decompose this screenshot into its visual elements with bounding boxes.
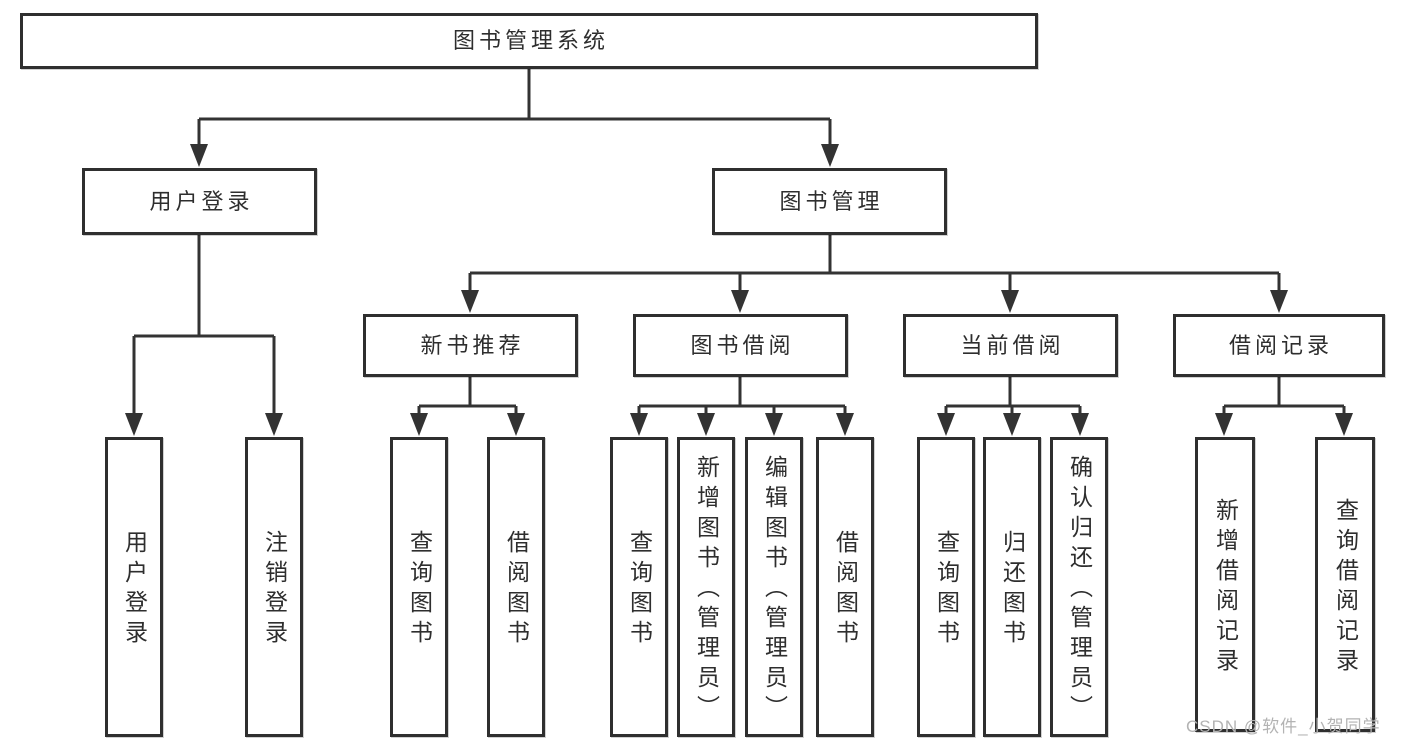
- leaf-confirm-return-admin: 确认归还（管理员）: [1050, 437, 1108, 737]
- leaf-borrow-books-borrowing: 借阅图书: [816, 437, 874, 737]
- leaf-logout: 注销登录: [245, 437, 303, 737]
- node-new-book-recommendation: 新书推荐: [363, 314, 578, 377]
- node-current-borrowing: 当前借阅: [903, 314, 1118, 377]
- leaf-user-login: 用户登录: [105, 437, 163, 737]
- leaf-query-books-borrowing: 查询图书: [610, 437, 668, 737]
- leaf-borrow-books-recommendation: 借阅图书: [487, 437, 545, 737]
- leaf-query-borrow-record: 查询借阅记录: [1315, 437, 1375, 732]
- leaf-query-books-recommendation: 查询图书: [390, 437, 448, 737]
- node-book-borrowing: 图书借阅: [633, 314, 848, 377]
- node-book-management: 图书管理: [712, 168, 947, 235]
- node-library-system: 图书管理系统: [20, 13, 1038, 69]
- leaf-edit-book-admin: 编辑图书（管理员）: [745, 437, 803, 737]
- csdn-watermark: CSDN @软件_小贺同学: [1186, 717, 1381, 736]
- leaf-return-book: 归还图书: [983, 437, 1041, 737]
- leaf-query-books-current: 查询图书: [917, 437, 975, 737]
- leaf-add-borrow-record: 新增借阅记录: [1195, 437, 1255, 732]
- node-borrowing-records: 借阅记录: [1173, 314, 1385, 377]
- leaf-add-book-admin: 新增图书（管理员）: [677, 437, 735, 737]
- arrowheads: [125, 144, 1353, 436]
- node-user-login: 用户登录: [82, 168, 317, 235]
